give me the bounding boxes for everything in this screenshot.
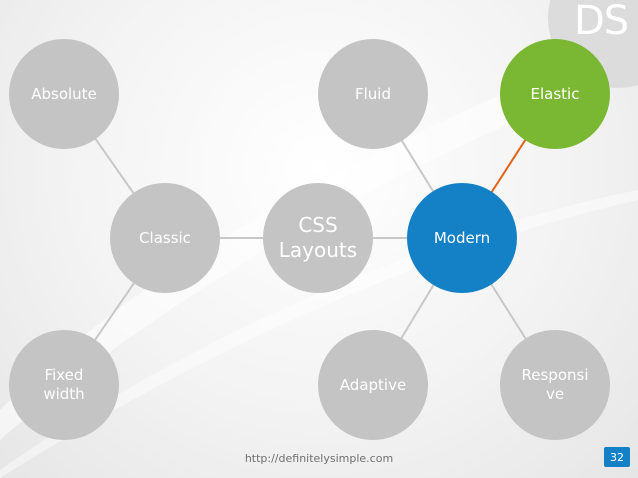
- node-absolute: Absolute: [9, 39, 119, 149]
- node-css-layouts: CSS Layouts: [263, 183, 373, 293]
- node-fixed-width: Fixed width: [9, 330, 119, 440]
- node-adaptive: Adaptive: [318, 330, 428, 440]
- node-elastic-label: Elastic: [530, 84, 580, 103]
- logo-text: DS: [574, 0, 629, 44]
- node-modern-label: Modern: [433, 228, 491, 247]
- node-fluid: Fluid: [318, 39, 428, 149]
- node-adaptive-label: Adaptive: [339, 375, 407, 394]
- node-fixed-width-label-line1: Fixed: [44, 366, 84, 385]
- node-modern: Modern: [407, 183, 517, 293]
- node-fixed-width-label-line2: width: [43, 385, 85, 403]
- node-elastic: Elastic: [500, 39, 610, 149]
- node-fluid-label: Fluid: [355, 84, 391, 103]
- center-label-line1: CSS: [298, 213, 338, 237]
- node-classic: Classic: [110, 183, 220, 293]
- footer-url: http://definitelysimple.com: [244, 452, 394, 465]
- page-number: 32: [604, 447, 630, 467]
- center-label-line2: Layouts: [278, 238, 358, 262]
- node-responsive-label-line1: Responsi: [521, 366, 589, 385]
- node-absolute-label: Absolute: [31, 84, 97, 103]
- node-classic-label: Classic: [139, 228, 191, 247]
- node-responsive-label-line2: ve: [545, 385, 565, 403]
- node-responsive: Responsi ve: [500, 330, 610, 440]
